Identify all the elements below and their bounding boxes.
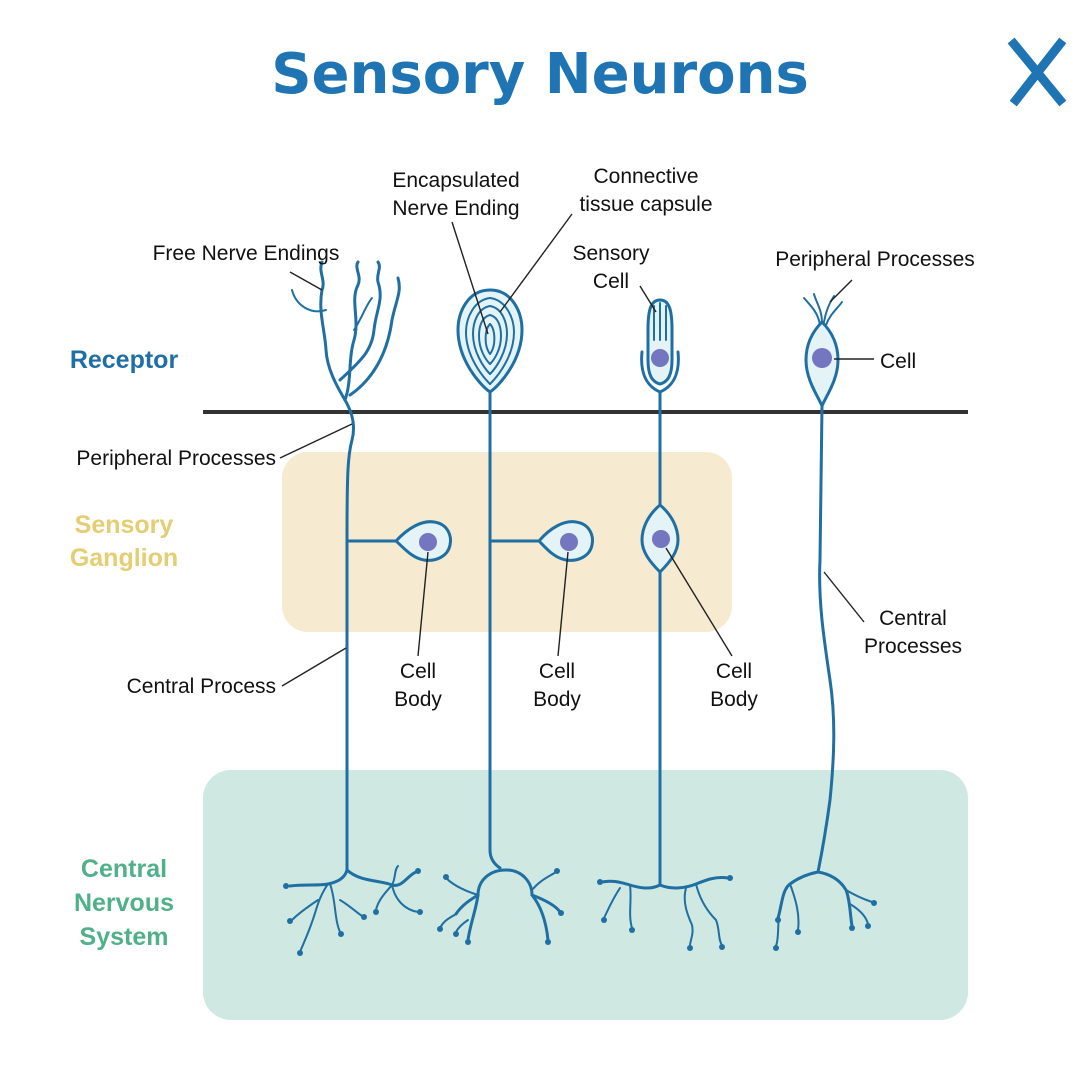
cell-label: Cell xyxy=(880,350,916,373)
cns-label-line3: System xyxy=(80,923,169,951)
cell-body-label-1-line2: Body xyxy=(394,688,442,711)
central-nervous-system-region xyxy=(203,770,968,1020)
connective-label-line1: Connective xyxy=(593,165,698,188)
sensory-cell-label-line1: Sensory xyxy=(572,242,650,265)
nucleus-icon xyxy=(651,349,669,367)
central-processes-label-line2: Processes xyxy=(864,635,962,658)
nucleus-icon xyxy=(652,530,670,548)
neuron-encapsulated-ending xyxy=(437,288,594,945)
sensory-cell-label-line2: Cell xyxy=(593,270,629,293)
central-process-label: Central Process xyxy=(127,675,276,698)
central-processes-label-line1: Central xyxy=(879,607,947,630)
cell-body-label-3-line1: Cell xyxy=(716,660,752,683)
neuron-peripheral-cell xyxy=(773,293,877,951)
x-logo-icon xyxy=(1007,37,1067,107)
peripheral-processes-top-label: Peripheral Processes xyxy=(775,248,975,271)
sensory-ganglion-label-line1: Sensory xyxy=(75,511,174,539)
neuron-sensory-cell xyxy=(597,298,733,951)
cns-label-line2: Nervous xyxy=(74,889,174,917)
page-title: Sensory Neurons xyxy=(271,42,809,107)
free-nerve-endings-label: Free Nerve Endings xyxy=(153,242,340,265)
connective-label-line2: tissue capsule xyxy=(579,193,712,216)
neuron-free-nerve-endings xyxy=(283,260,452,956)
cell-body-label-2-line1: Cell xyxy=(539,660,575,683)
cns-label-line1: Central xyxy=(81,855,167,883)
leader-lines xyxy=(279,213,874,687)
nucleus-icon xyxy=(560,533,578,551)
encapsulated-label-line2: Nerve Ending xyxy=(392,197,519,220)
sensory-ganglion-label-line2: Ganglion xyxy=(70,544,178,572)
cell-body-label-1-line1: Cell xyxy=(400,660,436,683)
cell-body-label-3-line2: Body xyxy=(710,688,758,711)
nucleus-icon xyxy=(419,533,437,551)
receptor-region-label: Receptor xyxy=(70,346,179,374)
encapsulated-label-line1: Encapsulated xyxy=(392,169,519,192)
cell-body-label-2-line2: Body xyxy=(533,688,581,711)
nucleus-icon xyxy=(812,348,832,368)
peripheral-processes-left-label: Peripheral Processes xyxy=(76,447,276,470)
